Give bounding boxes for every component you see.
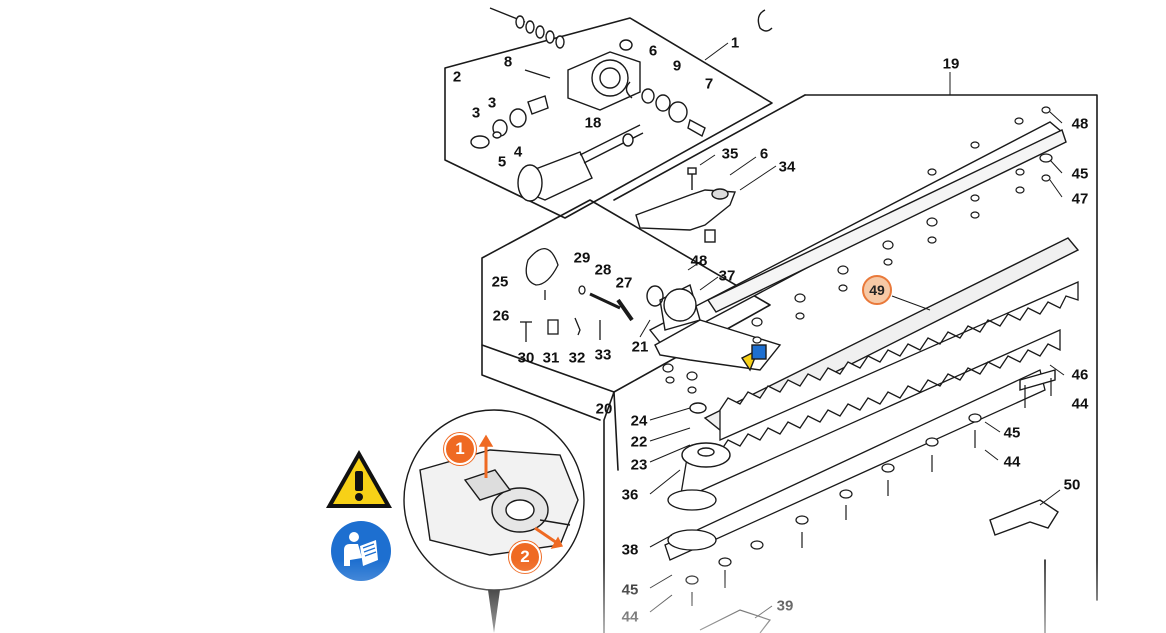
part-label-28: 28 xyxy=(594,261,612,279)
part-label-45-top: 45 xyxy=(1071,165,1089,183)
highlighted-part-callout-49[interactable]: 49 xyxy=(862,275,892,305)
part-label-35: 35 xyxy=(721,145,739,163)
part-label-26: 26 xyxy=(492,307,510,325)
part-label-32: 32 xyxy=(568,349,586,367)
part-label-5: 5 xyxy=(497,153,507,171)
part-label-36: 36 xyxy=(621,486,639,504)
part-label-48-mid: 48 xyxy=(690,252,708,270)
part-label-25: 25 xyxy=(491,273,509,291)
part-label-27: 27 xyxy=(615,274,633,292)
part-label-9: 9 xyxy=(672,57,682,75)
step-2-badge: 2 xyxy=(509,541,541,573)
part-label-23: 23 xyxy=(630,456,648,474)
part-label-44-bottom: 44 xyxy=(621,608,639,626)
cutter-blade-bottom xyxy=(664,369,1046,561)
cutter-blade-lower xyxy=(679,328,1061,502)
warning-triangle-icon xyxy=(326,450,392,508)
blade-group-frame xyxy=(804,94,1098,601)
part-label-6-top: 6 xyxy=(648,42,658,60)
part-label-7: 7 xyxy=(704,75,714,93)
part-label-44-right: 44 xyxy=(1071,395,1089,413)
part-label-37: 37 xyxy=(718,267,736,285)
part-label-48-top: 48 xyxy=(1071,115,1089,133)
read-manual-icon xyxy=(331,521,391,581)
part-label-24: 24 xyxy=(630,412,648,430)
part-label-29: 29 xyxy=(573,249,591,267)
part-label-46: 46 xyxy=(1071,366,1089,384)
part-label-1: 1 xyxy=(730,34,740,52)
part-label-45-bottom: 45 xyxy=(621,581,639,599)
cutter-blade-upper xyxy=(719,281,1079,441)
part-label-31: 31 xyxy=(542,349,560,367)
part-label-2: 2 xyxy=(452,68,462,86)
gearbox-group-frame xyxy=(444,17,773,219)
part-label-20: 20 xyxy=(595,400,613,418)
part-label-3-a: 3 xyxy=(487,94,497,112)
part-label-4: 4 xyxy=(513,143,523,161)
part-label-39: 39 xyxy=(776,597,794,615)
part-label-19: 19 xyxy=(942,55,960,73)
detail-inset xyxy=(403,409,585,633)
part-label-45-right: 45 xyxy=(1003,424,1021,442)
part-label-44-mid: 44 xyxy=(1003,453,1021,471)
part-label-34: 34 xyxy=(778,158,796,176)
step-1-badge: 1 xyxy=(444,433,476,465)
part-label-50: 50 xyxy=(1063,476,1081,494)
part-label-33: 33 xyxy=(594,346,612,364)
part-label-38: 38 xyxy=(621,541,639,559)
part-label-3-b: 3 xyxy=(471,104,481,122)
part-label-47: 47 xyxy=(1071,190,1089,208)
part-label-22: 22 xyxy=(630,433,648,451)
part-label-6-mid: 6 xyxy=(759,145,769,163)
part-label-21: 21 xyxy=(631,338,649,356)
part-label-30: 30 xyxy=(517,349,535,367)
part-label-8: 8 xyxy=(503,53,513,71)
part-label-18: 18 xyxy=(584,114,602,132)
